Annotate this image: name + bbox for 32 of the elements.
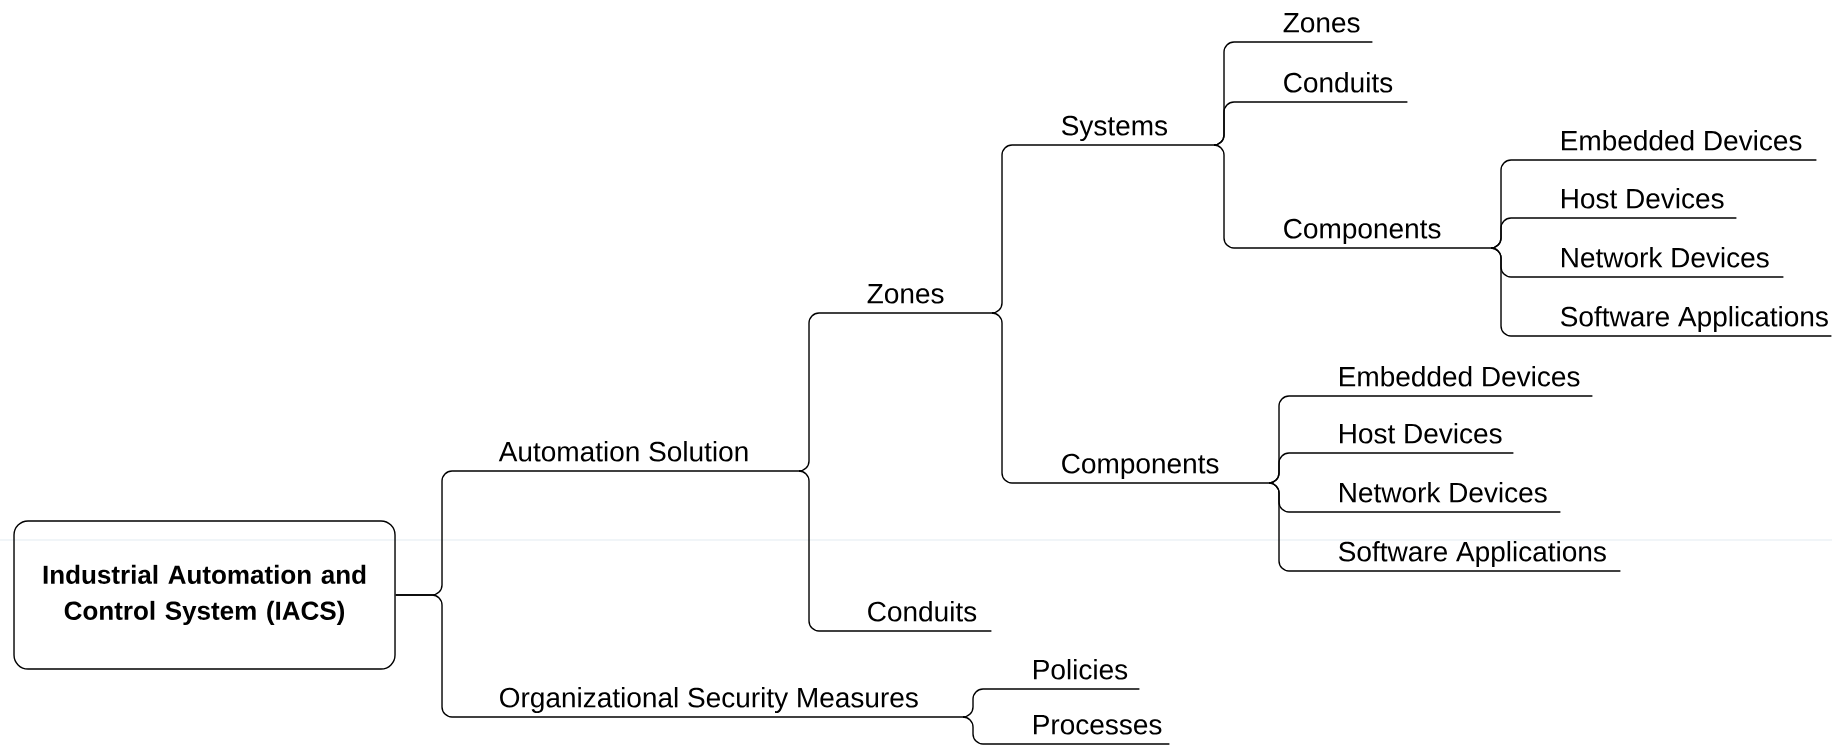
topic-label: Processes bbox=[982, 715, 1171, 745]
topic-label: Software Applications bbox=[1510, 306, 1832, 337]
topic-label: Organizational Security Measures bbox=[451, 687, 966, 718]
branch-line bbox=[798, 470, 820, 632]
topic-label: Automation Solution bbox=[451, 441, 802, 472]
branch-line bbox=[1213, 144, 1235, 249]
root-box: Industrial Automation and Control System (IACS) bbox=[13, 520, 396, 670]
branch-line bbox=[1268, 482, 1290, 572]
topic-label: Systems bbox=[1011, 115, 1217, 146]
branch-line bbox=[395, 594, 453, 718]
topic-label: Conduits bbox=[1233, 72, 1409, 103]
branch-line bbox=[1213, 101, 1235, 146]
topic-label: Policies bbox=[982, 659, 1141, 690]
branch-line bbox=[991, 144, 1013, 314]
topic-label: Network Devices bbox=[1510, 247, 1785, 278]
branch-line bbox=[798, 312, 820, 472]
topic-label: Network Devices bbox=[1288, 482, 1562, 513]
branch-line bbox=[991, 312, 1013, 484]
topic-label: Components bbox=[1011, 453, 1272, 484]
topic-label: Host Devices bbox=[1288, 423, 1515, 454]
topic-label: Components bbox=[1233, 218, 1494, 249]
topic-label: Embedded Devices bbox=[1288, 366, 1594, 397]
branch-line bbox=[962, 688, 984, 718]
branch-line bbox=[1490, 247, 1512, 337]
branch-line bbox=[1268, 452, 1290, 484]
topic-label: Software Applications bbox=[1288, 541, 1622, 572]
topic-label: Host Devices bbox=[1510, 188, 1738, 219]
branch-line bbox=[962, 716, 984, 745]
topic-label: Zones bbox=[1233, 13, 1374, 43]
topic-label: Zones bbox=[818, 284, 995, 314]
topic-label: Embedded Devices bbox=[1510, 130, 1818, 161]
topic-label: Conduits bbox=[818, 601, 993, 632]
